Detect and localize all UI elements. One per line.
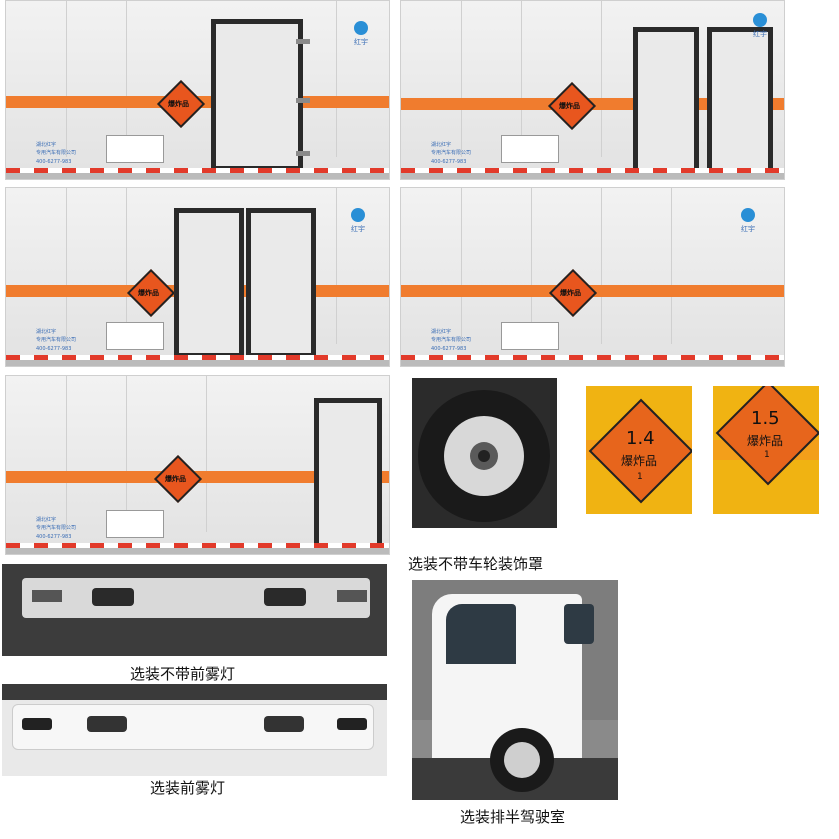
info-plate [106,322,164,350]
info-plate [501,135,559,163]
side-door [633,27,699,173]
bumper-no-fog-photo [2,564,387,656]
label-number: 1.4 [626,428,655,449]
cab-photo [412,580,618,800]
brand-logo [351,208,365,222]
caption-no-fog: 选装不带前雾灯 [130,665,236,683]
caption-wheel: 选装不带车轮装饰罩 [408,555,544,573]
side-door [174,208,244,358]
side-door [707,27,773,173]
side-door [314,398,382,548]
brand-logo [741,208,755,222]
side-door [211,19,303,171]
box-side-photo-5: 爆炸品 湖北红宇 专用汽车有限公司 400-6277-983 [5,375,390,555]
hazard-diamond [588,398,692,504]
brand-logo [753,13,767,27]
brand-logo [354,21,368,35]
box-side-photo-4: 爆炸品 红宇 湖北红宇 专用汽车有限公司 400-6277-983 [400,187,785,367]
wheel-illustration [418,390,550,522]
label-division: 1 [637,472,643,482]
info-plate [501,322,559,350]
bumper-fog-photo [2,684,387,776]
box-side-photo-2: 爆炸品 红宇 湖北红宇 专用汽车有限公司 400-6277-983 [400,0,785,180]
label-number: 1.5 [751,408,780,429]
wheel-photo [412,378,557,528]
info-plate [106,510,164,538]
hazard-label-1-5: 1.5 爆炸品 1 [713,386,819,514]
info-plate [106,135,164,163]
company-phone: 400-6277-983 [36,159,72,165]
company-name: 红宇 [354,38,368,46]
box-side-photo-1: 爆炸品 红宇 湖北红宇 专用汽车有限公司 400-6277-983 [5,0,390,180]
side-door [246,208,316,358]
company-name: 湖北红宇 专用汽车有限公司 [36,142,77,156]
label-division: 1 [764,450,770,460]
label-text: 爆炸品 [621,454,658,468]
hazard-label-1-4: 1.4 爆炸品 1 [586,386,692,514]
hazard-text: 爆炸品 [168,100,189,108]
box-side-photo-3: 爆炸品 红宇 湖北红宇 专用汽车有限公司 400-6277-983 [5,187,390,367]
caption-fog: 选装前雾灯 [150,779,226,797]
label-text: 爆炸品 [747,434,784,448]
caption-cab: 选装排半驾驶室 [460,808,566,826]
